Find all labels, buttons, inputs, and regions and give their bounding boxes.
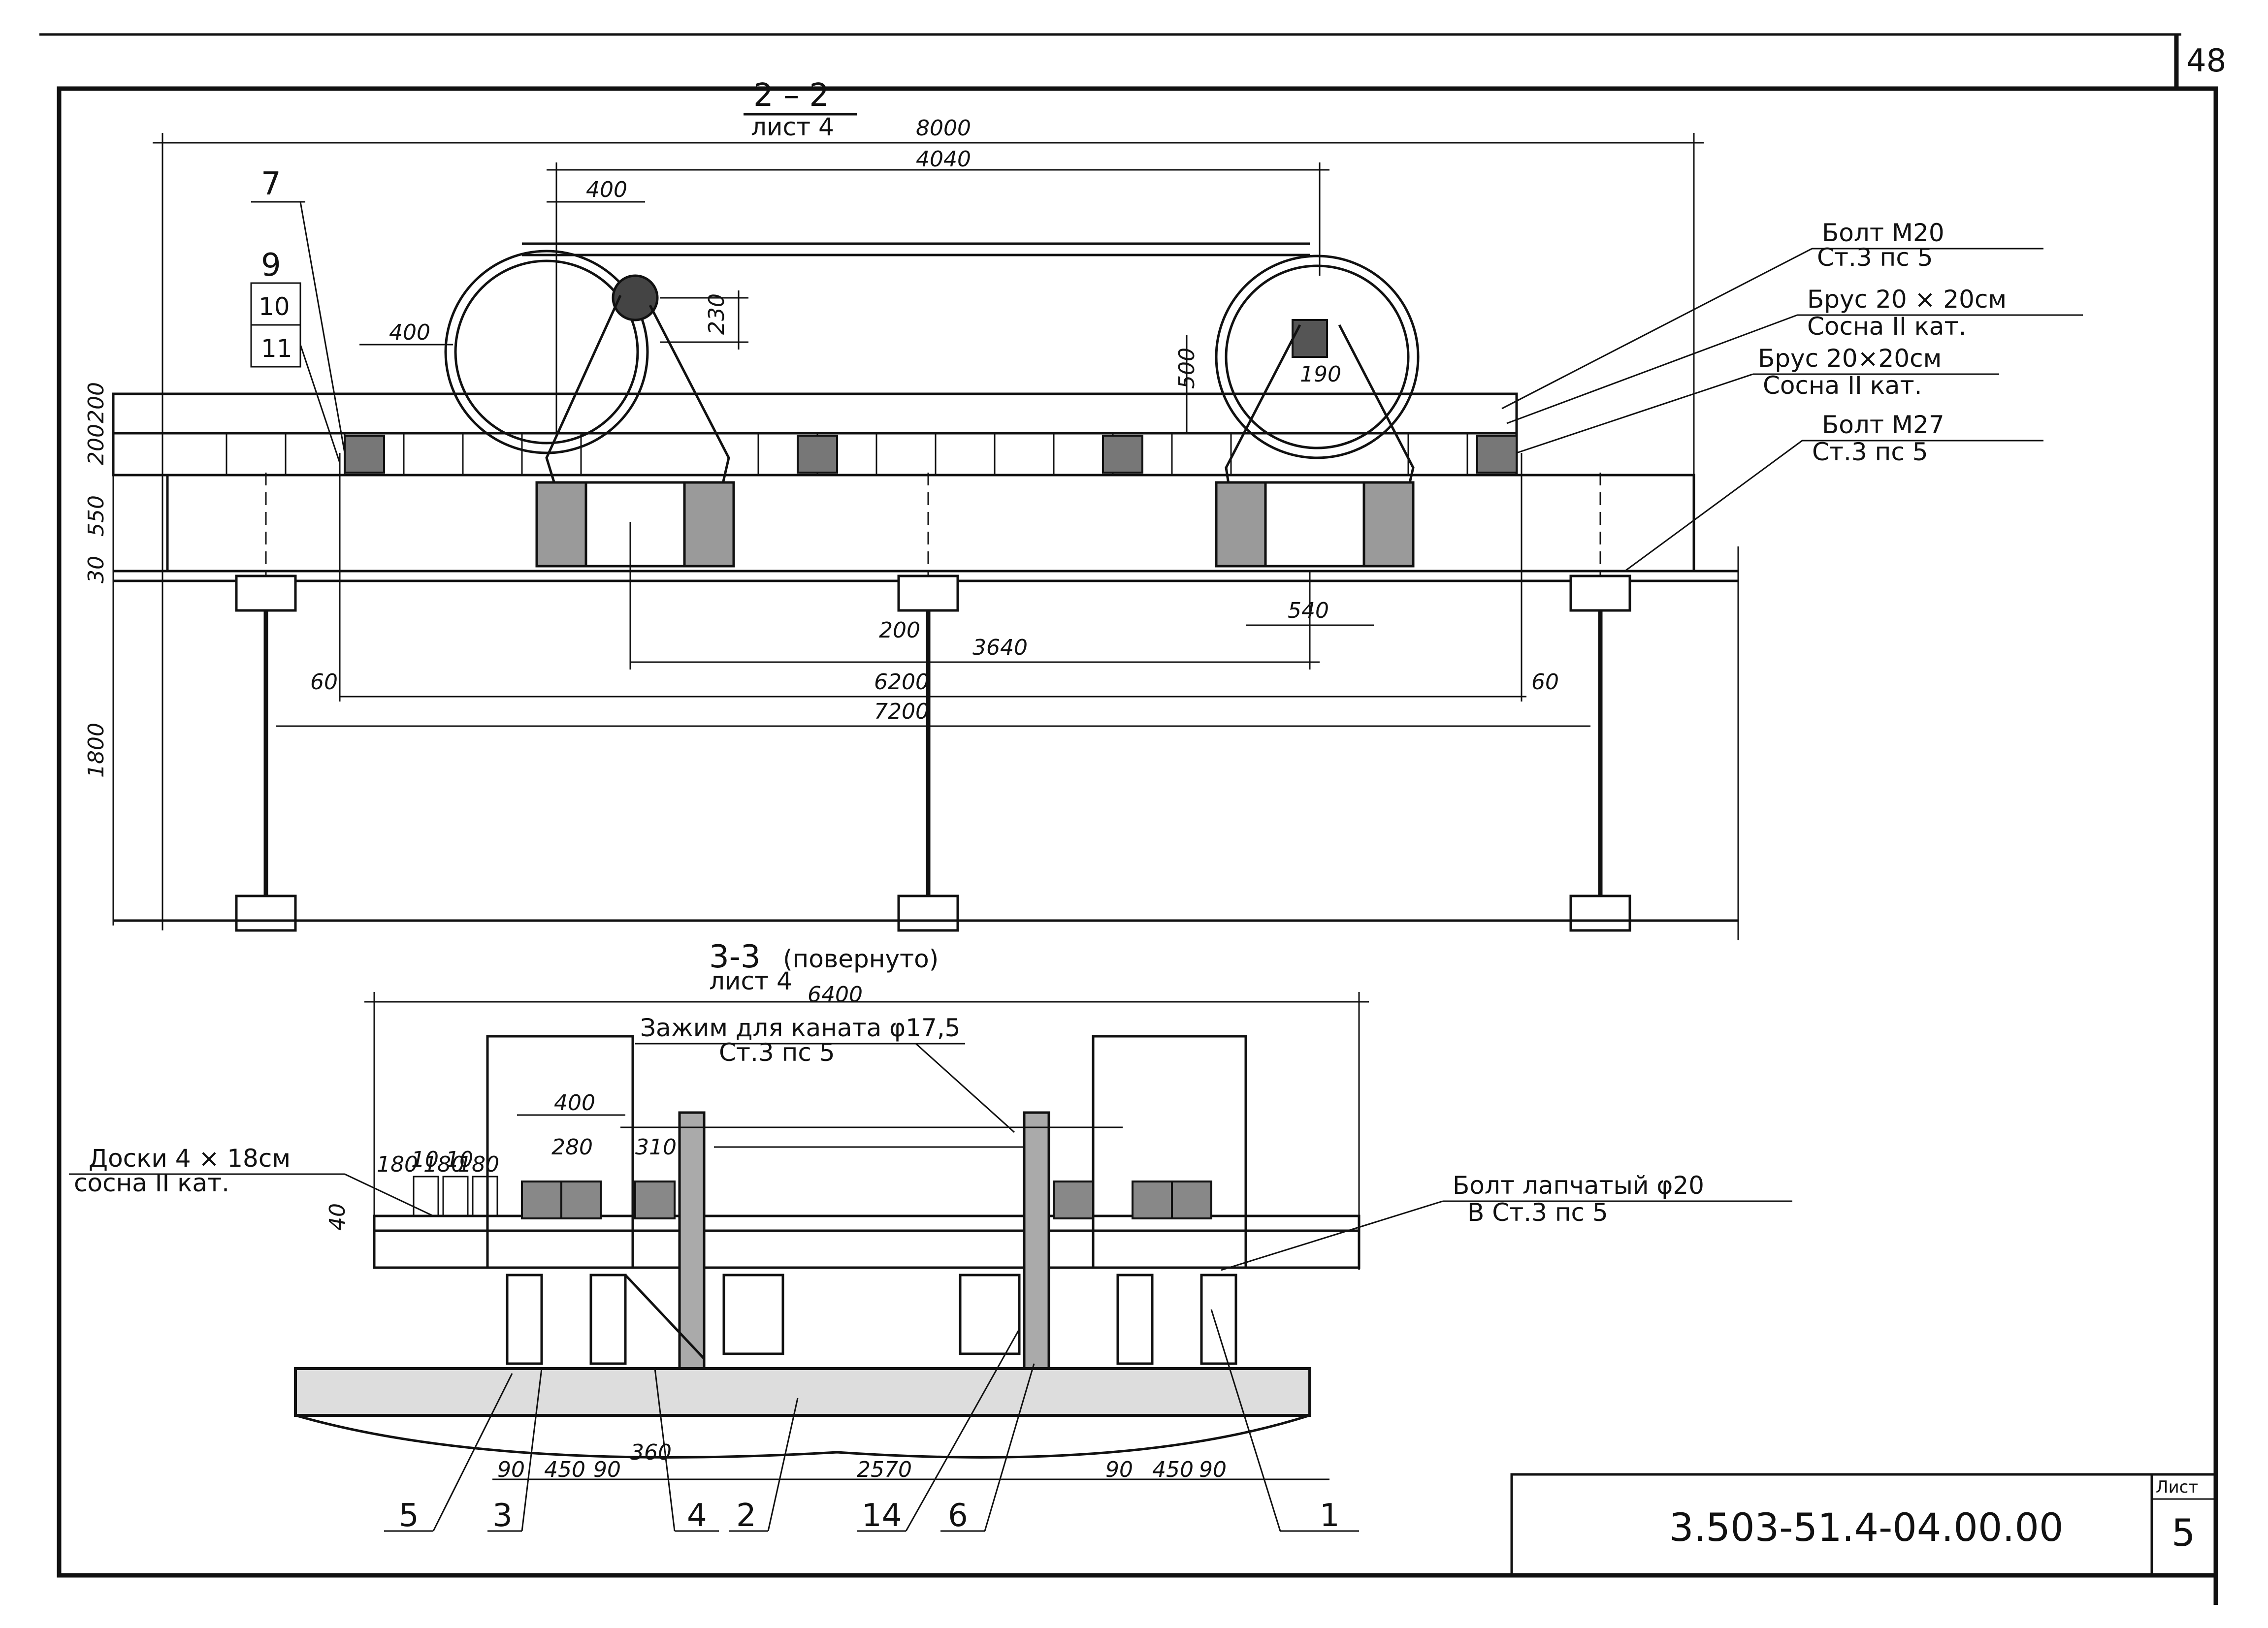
dim-drum-height: 230 [704,293,729,335]
section-3-3: 3-3 (повернуто) лист 4 6400 [69,939,1792,1534]
callout-bolt-m27: Болт М27 Ст.3 пс 5 [1624,411,2043,572]
callout-rope-clamp: Зажим для каната φ17,5 Ст.3 пс 5 [635,1014,1015,1133]
svg-text:Болт М27: Болт М27 [1822,411,1944,439]
svg-text:Ст.3 пс 5: Ст.3 пс 5 [1817,243,1933,272]
dim-60-left: 60 [310,670,338,695]
dim-6200: 6200 [874,670,929,695]
dim-3-3-90b: 90 [593,1457,621,1482]
svg-text:Болт лапчатый φ20: Болт лапчатый φ20 [1453,1171,1704,1200]
section-3-3-title: 3-3 [709,939,761,975]
dim-left-400: 400 [389,320,430,345]
callout-timber-2: Брус 20×20см Сосна II кат. [1516,344,1999,454]
callout-boards: Доски 4 × 18см сосна II кат. [69,1144,434,1217]
section-3-3-title-note: (повернуто) [783,945,939,973]
dim-8000: 8000 [916,116,971,141]
svg-text:Сосна II кат.: Сосна II кат. [1807,312,1966,341]
dim-v550: 550 [84,495,109,537]
dim-6400: 6400 [808,982,863,1007]
pos-mark-5: 5 [399,1498,419,1534]
svg-text:Доски 4 × 18см: Доски 4 × 18см [89,1144,291,1173]
sheet-frame [39,33,2218,1605]
dim-3-3-90a: 90 [497,1457,525,1482]
dim-3-3-180c: 180 [458,1152,499,1177]
svg-text:сосна II кат.: сосна II кат. [74,1169,229,1197]
dim-3-3-90c: 90 [1105,1457,1133,1482]
svg-text:Брус 20×20см: Брус 20×20см [1758,344,1942,373]
svg-text:Ст.3 пс 5: Ст.3 пс 5 [1812,438,1928,466]
pos-mark-6: 6 [948,1498,968,1534]
dim-3-3-450b: 450 [1152,1457,1194,1482]
sheet-corner-number: 48 [2186,43,2226,79]
dim-3-3-280: 280 [551,1135,593,1160]
dim-v30: 30 [84,556,109,583]
svg-text:В Ст.3 пс 5: В Ст.3 пс 5 [1467,1198,1608,1227]
pos-mark-2: 2 [736,1498,756,1534]
dim-3-3-90d: 90 [1199,1457,1227,1482]
callout-bolt-m20: Болт М20 Ст.3 пс 5 [1501,219,2043,410]
dim-60-right: 60 [1531,670,1559,695]
dim-3-3-10b: 10 [446,1147,473,1172]
svg-text:Болт М20: Болт М20 [1822,219,1944,247]
title-block: 3.503-51.4-04.00.00 Лист 5 [1510,1473,2217,1577]
dim-200: 200 [879,618,920,643]
pos-mark-10: 10 [259,292,290,321]
dim-3-3-400: 400 [554,1090,595,1116]
pos-mark-14: 14 [862,1498,902,1534]
dim-3-3-10a: 10 [411,1147,439,1172]
svg-text:Зажим для каната φ17,5: Зажим для каната φ17,5 [640,1014,961,1042]
dim-3-3-40: 40 [325,1203,350,1231]
svg-text:Ст.3 пс 5: Ст.3 пс 5 [719,1038,835,1067]
callout-anchor-bolt: Болт лапчатый φ20 В Ст.3 пс 5 [1221,1171,1792,1271]
title-block-sheet-label: Лист [2156,1477,2198,1497]
dim-v1800: 1800 [84,723,109,778]
dim-190: 190 [1300,362,1341,387]
dim-3640: 3640 [972,635,1028,660]
dim-3-3-180a: 180 [377,1152,418,1177]
pos-mark-1: 1 [1320,1498,1340,1534]
section-3-3-ref: лист 4 [709,967,792,995]
dim-3-3-310: 310 [635,1135,677,1160]
title-block-designation: 3.503-51.4-04.00.00 [1669,1506,2064,1550]
pos-mark-9: 9 [261,247,281,284]
dim-540: 540 [1288,598,1329,623]
pos-mark-3: 3 [492,1498,513,1534]
section-2-2-ref: лист 4 [751,113,834,141]
section-2-2: 2 – 2 лист 4 8000 4040 400 230 500 1 [84,77,2083,940]
title-block-sheet-number: 5 [2171,1511,2195,1555]
section-2-2-title: 2 – 2 [753,77,829,114]
dim-drum-offset: 400 [586,177,627,202]
pos-mark-7: 7 [261,166,281,202]
svg-text:Сосна II кат.: Сосна II кат. [1763,371,1922,400]
pos-mark-11: 11 [261,334,292,363]
dim-4040: 4040 [916,147,971,172]
dim-v200a: 200 [84,382,109,423]
dim-3-3-180b: 180 [423,1152,465,1177]
svg-text:Брус 20 × 20см: Брус 20 × 20см [1807,285,2007,314]
dim-3-3-450a: 450 [544,1457,585,1482]
dim-7200: 7200 [874,699,929,724]
callout-timber-1: Брус 20 × 20см Сосна II кат. [1506,285,2083,424]
dim-3-3-2570: 2570 [857,1457,912,1482]
pos-mark-4: 4 [687,1498,707,1534]
dim-v200b: 200 [84,424,109,465]
